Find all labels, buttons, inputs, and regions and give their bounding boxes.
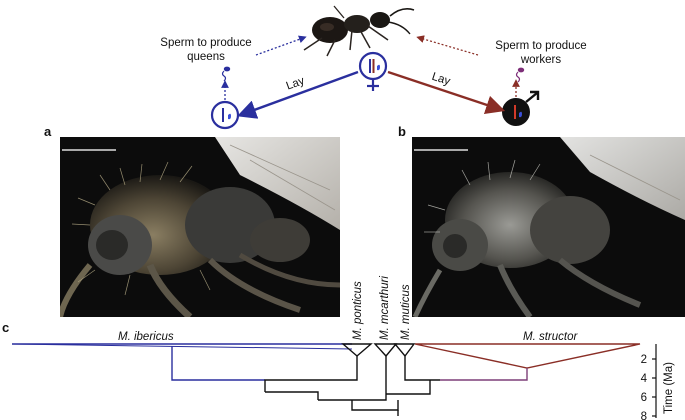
queen-female-icon — [358, 51, 388, 91]
sperm-queens-line1: Sperm to produce — [160, 37, 251, 49]
lay-label-right: Lay — [430, 71, 452, 88]
phylogeny-tree — [11, 343, 641, 416]
panel-label-a: a — [44, 124, 52, 139]
lay-arrow-right — [387, 70, 506, 115]
species-muticus: M. muticus — [400, 284, 412, 340]
branch-ibericus-wedge — [11, 343, 353, 350]
ant-worker-icon — [303, 5, 415, 57]
clade-muticus — [393, 343, 416, 358]
branch-node-3 — [318, 394, 387, 401]
branch-ponticus-stem — [264, 356, 358, 392]
lay-label-left: Lay — [285, 75, 307, 93]
branch-ibericus-stem — [171, 346, 265, 381]
clade-ponticus — [341, 343, 373, 357]
tick-2: 2 — [641, 354, 647, 366]
lay-arrow-left — [236, 70, 359, 119]
sperm-to-ant-left — [255, 35, 307, 56]
male-hybrid-icon — [502, 90, 540, 126]
sperm-icon — [221, 66, 231, 82]
time-axis: 2 4 6 8 Time (Ma) — [641, 344, 675, 420]
photo-panel-a — [60, 137, 340, 317]
species-ibericus: M. ibericus — [118, 331, 174, 343]
branch-muticus-stem — [404, 356, 440, 381]
species-mcarthuri: M. mcarthuri — [379, 276, 391, 340]
branch-structor-stem — [440, 368, 528, 381]
sperm-workers-line2: workers — [520, 54, 562, 66]
clade-structor — [414, 343, 641, 369]
sperm-to-ant-right — [416, 35, 479, 56]
panel-label-b: b — [398, 124, 406, 139]
tick-4: 4 — [641, 373, 648, 385]
male-haploid-icon — [210, 100, 240, 130]
clade-mcarthuri — [373, 343, 398, 358]
species-structor: M. structor — [523, 331, 578, 343]
tick-6: 6 — [641, 392, 647, 404]
sperm-icon — [515, 67, 525, 83]
tick-8: 8 — [641, 411, 647, 420]
sperm-queens-line2: queens — [187, 51, 225, 63]
branch-node-2 — [386, 380, 431, 395]
species-ponticus: M. ponticus — [352, 281, 364, 340]
branch-root — [351, 400, 399, 411]
branch-node-1 — [265, 391, 319, 400]
photo-panel-b — [412, 137, 685, 317]
panel-label-c: c — [2, 320, 9, 335]
axis-title: Time (Ma) — [663, 362, 675, 414]
sperm-workers-line1: Sperm to produce — [495, 40, 586, 52]
